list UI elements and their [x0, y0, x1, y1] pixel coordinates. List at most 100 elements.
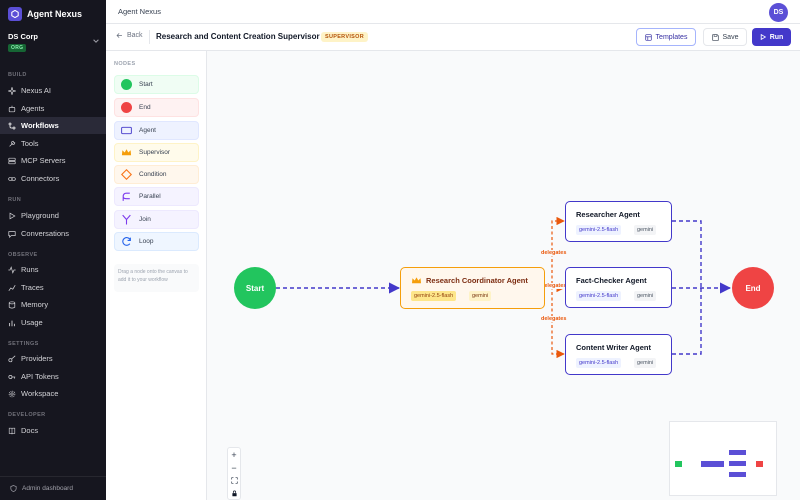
sidebar-item-traces[interactable]: Traces	[0, 279, 106, 296]
minimap-content-writer	[729, 472, 746, 477]
model-chip: gemini-2.5-flash	[576, 358, 622, 368]
lock-icon	[231, 490, 237, 497]
templates-label: Templates	[655, 33, 688, 41]
minimap-researcher	[729, 450, 746, 455]
admin-dashboard-label: Admin dashboard	[22, 485, 73, 492]
sidebar-item-conversations[interactable]: Conversations	[0, 225, 106, 242]
section-label-developer: DEVELOPER	[8, 412, 46, 418]
palette-item-join[interactable]: Join	[114, 210, 199, 229]
agent-title: Fact-Checker Agent	[576, 276, 647, 285]
link-icon	[8, 176, 16, 181]
sidebar-item-tools[interactable]: Tools	[0, 135, 106, 152]
end-circle-icon	[121, 102, 132, 113]
sidebar-item-workspace[interactable]: Workspace	[0, 385, 106, 402]
avatar[interactable]: DS	[769, 3, 788, 22]
database-icon	[8, 300, 16, 308]
top-bar: Agent Nexus DS	[106, 0, 800, 24]
section-label-run: RUN	[8, 197, 22, 203]
sidebar-item-agents[interactable]: Agents	[0, 100, 106, 117]
sidebar-item-api-tokens[interactable]: API Tokens	[0, 368, 106, 385]
save-button[interactable]: Save	[703, 28, 747, 46]
sidebar-item-connectors[interactable]: Connectors	[0, 170, 106, 187]
sidebar-item-label: Providers	[21, 354, 53, 363]
admin-dashboard-link[interactable]: Admin dashboard	[0, 476, 106, 500]
zoom-in-button[interactable]: +	[231, 449, 237, 460]
wrench-icon	[9, 140, 16, 147]
sidebar-item-label: Workflows	[21, 121, 59, 130]
provider-chip: gemini	[634, 358, 657, 368]
save-label: Save	[722, 33, 739, 41]
provider-chip: gemini	[634, 225, 657, 235]
palette-item-parallel[interactable]: Parallel	[114, 187, 199, 206]
sidebar-item-workflows[interactable]: Workflows	[0, 117, 106, 134]
edge-writer-end[interactable]	[672, 288, 702, 355]
workflow-title: Research and Content Creation Supervisor	[156, 32, 320, 41]
logo-icon	[8, 6, 22, 21]
join-icon	[122, 214, 131, 225]
palette-item-end[interactable]: End	[114, 98, 199, 117]
agent-node-fact-checker[interactable]: Fact-Checker Agent gemini-2.5-flash gemi…	[565, 267, 672, 308]
section-label-observe: OBSERVE	[8, 252, 38, 258]
zoom-out-button[interactable]: −	[231, 462, 237, 473]
palette-item-condition[interactable]: Condition	[114, 165, 199, 184]
template-icon	[644, 33, 652, 41]
palette-item-supervisor[interactable]: Supervisor	[114, 143, 199, 162]
model-chip: gemini-2.5-flash	[576, 291, 622, 301]
play-icon	[9, 212, 16, 219]
arrow-left-icon	[116, 33, 122, 38]
edge-researcher-end[interactable]	[672, 220, 702, 288]
lock-button[interactable]	[228, 487, 240, 500]
supervisor-node[interactable]: Research Coordinator Agent gemini-2.5-fl…	[400, 267, 545, 309]
sidebar-item-label: Connectors	[21, 174, 60, 183]
palette-item-loop[interactable]: Loop	[114, 232, 199, 251]
sidebar-item-label: Runs	[21, 265, 39, 274]
palette-item-label: Parallel	[139, 193, 161, 200]
play-icon	[760, 34, 766, 40]
back-label: Back	[127, 32, 143, 39]
palette-item-label: Join	[139, 216, 151, 223]
palette-item-label: Agent	[139, 127, 156, 134]
back-button[interactable]: Back	[116, 32, 143, 39]
edge-label-delegates: delegates	[540, 283, 568, 289]
agent-node-content-writer[interactable]: Content Writer Agent gemini-2.5-flash ge…	[565, 334, 672, 375]
agent-node-researcher[interactable]: Researcher Agent gemini-2.5-flash gemini	[565, 201, 672, 242]
sidebar-item-nexus-ai[interactable]: Nexus AI	[0, 82, 106, 99]
workflow-icon	[8, 122, 16, 129]
supervisor-title: Research Coordinator Agent	[426, 276, 528, 285]
sidebar-item-runs[interactable]: Runs	[0, 261, 106, 278]
sidebar-item-label: Workspace	[21, 389, 59, 398]
palette-title: NODES	[114, 61, 136, 67]
sidebar-item-memory[interactable]: Memory	[0, 296, 106, 313]
sparkle-icon	[8, 86, 16, 95]
workflow-canvas[interactable]: delegates delegates delegates Start End …	[207, 51, 800, 500]
topbar-title: Agent Nexus	[118, 7, 161, 16]
sidebar-item-providers[interactable]: Providers	[0, 350, 106, 367]
server-icon	[8, 157, 16, 164]
run-button[interactable]: Run	[752, 28, 791, 46]
node-palette: NODES Start End Agent Supervisor Conditi…	[106, 51, 207, 500]
agent-title: Researcher Agent	[576, 210, 640, 219]
trace-icon	[8, 284, 16, 291]
palette-item-agent[interactable]: Agent	[114, 121, 199, 140]
supervisor-node-title: Research Coordinator Agent	[411, 276, 528, 285]
start-node[interactable]: Start	[234, 267, 276, 309]
sidebar-item-playground[interactable]: Playground	[0, 207, 106, 224]
sidebar-item-usage[interactable]: Usage	[0, 314, 106, 331]
activity-icon	[8, 265, 16, 274]
palette-item-start[interactable]: Start	[114, 75, 199, 94]
minimap[interactable]	[669, 421, 777, 496]
brand[interactable]: Agent Nexus	[8, 6, 82, 21]
sidebar-item-mcp-servers[interactable]: MCP Servers	[0, 152, 106, 169]
model-chip: gemini-2.5-flash	[576, 225, 622, 235]
minimap-fact-checker	[729, 461, 746, 466]
end-node[interactable]: End	[732, 267, 774, 309]
templates-button[interactable]: Templates	[636, 28, 696, 46]
edge-label-delegates: delegates	[540, 250, 568, 256]
sidebar-item-docs[interactable]: Docs	[0, 422, 106, 439]
bar-chart-icon	[9, 320, 15, 326]
token-icon	[8, 374, 16, 379]
sidebar-item-label: Tools	[21, 139, 39, 148]
start-circle-icon	[121, 79, 132, 90]
fit-view-button[interactable]	[228, 474, 240, 487]
org-switcher[interactable]: DS Corp ORG	[8, 32, 100, 54]
